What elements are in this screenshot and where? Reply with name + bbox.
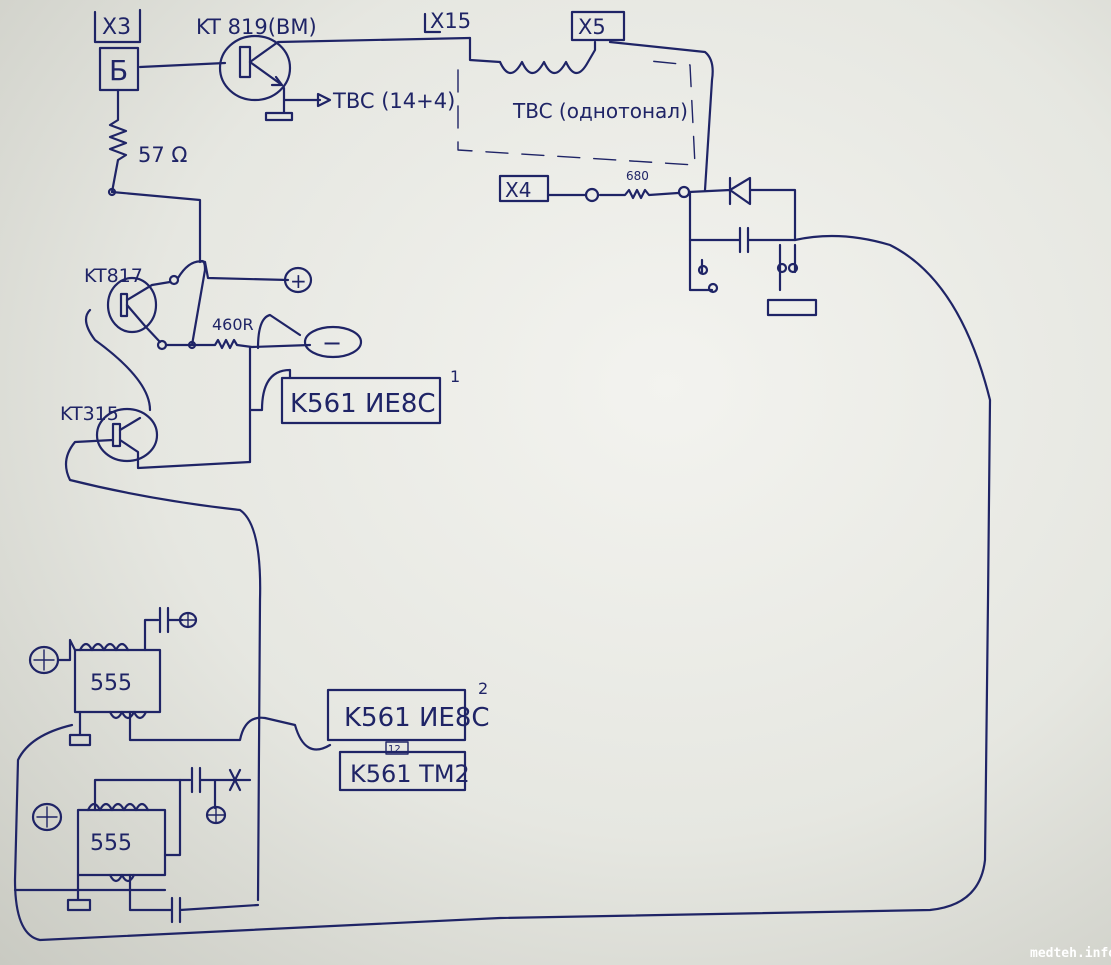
ic-k561ie8-2: K561 ИЕ8С 2 — [326, 679, 490, 742]
r57-label: 57 Ω — [138, 143, 187, 167]
watermark: medteh.info — [1030, 946, 1111, 961]
connector-x3: X3 Б — [93, 8, 142, 92]
timer2-label: 555 — [90, 831, 132, 856]
ic2-label: K561 ИЕ8С — [344, 703, 490, 733]
x15-label: X15 — [430, 9, 471, 33]
pin12-label: 12 — [388, 744, 401, 755]
kt817-label: KT817 — [84, 265, 143, 287]
timer-555-2: 555 — [13, 766, 260, 924]
minus-label: − — [322, 329, 342, 357]
timer-555-1: 555 — [28, 606, 332, 751]
ic-k561ie8-1: K561 ИЕ8С 1 — [280, 367, 460, 425]
ic-k561tm2: 12 K561 TM2 — [338, 741, 470, 792]
ic3-label: K561 TM2 — [350, 760, 470, 788]
ic1-label: K561 ИЕ8С — [290, 389, 436, 419]
b-label: Б — [109, 54, 128, 87]
r680-label: 680 — [626, 169, 649, 183]
x5-label: X5 — [578, 15, 606, 39]
x3-label: X3 — [102, 15, 131, 40]
tbc-main-label: TBC (однотонал) — [512, 99, 688, 123]
plus-label: + — [290, 269, 307, 293]
tbc-14-4-label: TBC (14+4) — [332, 89, 455, 113]
x4-label: X4 — [505, 178, 531, 202]
ic1-index: 1 — [450, 367, 460, 386]
r460-label: 460R — [212, 315, 254, 334]
timer1-label: 555 — [90, 671, 132, 696]
flyback-transformer: X15 X5 TBC (однотонал) — [423, 9, 714, 192]
ic2-index: 2 — [478, 679, 488, 698]
hv-section: X4 680 — [13, 169, 992, 942]
transistor-kt819: KT 819(BM) TBC (14+4) — [138, 15, 472, 122]
transistor-kt817: KT817 + 460R − — [84, 260, 363, 464]
transistor-kt315: KT315 — [60, 403, 262, 902]
